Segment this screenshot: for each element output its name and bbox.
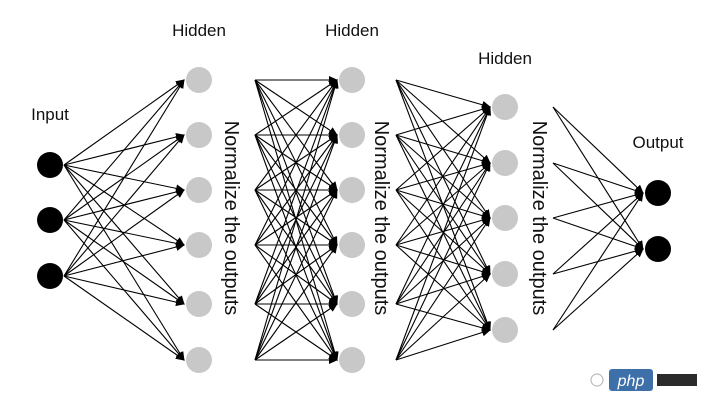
edge-l0n1-l1n4 bbox=[63, 219, 185, 305]
edge-l3n1-l4n0 bbox=[552, 162, 644, 195]
normalize-label-2: Normalize the outputs bbox=[370, 121, 392, 316]
edge-l2n1-l3n0 bbox=[395, 105, 491, 136]
watermark: php bbox=[590, 369, 697, 391]
node-layer1-0 bbox=[186, 67, 212, 93]
edge-l2n5-l3n1 bbox=[395, 162, 491, 361]
edge-l0n2-l1n1 bbox=[63, 134, 185, 277]
edge-l2n4-l3n0 bbox=[395, 106, 491, 305]
edge-l2n2-l3n0 bbox=[395, 106, 491, 191]
edge-l3n3-l4n0 bbox=[552, 192, 644, 275]
edge-l1n3-l2n2 bbox=[254, 189, 338, 246]
node-layer2-4 bbox=[339, 291, 365, 317]
watermark-icon bbox=[590, 373, 604, 387]
node-layer0-1 bbox=[37, 207, 63, 233]
edge-l1n5-l2n3 bbox=[254, 244, 338, 361]
node-layer1-5 bbox=[186, 347, 212, 373]
edge-l2n3-l3n1 bbox=[395, 162, 491, 246]
layer-label-output: Output bbox=[632, 133, 683, 152]
node-layer4-1 bbox=[645, 236, 671, 262]
edge-l0n0-l1n0 bbox=[63, 79, 185, 166]
node-layer1-3 bbox=[186, 232, 212, 258]
edge-l2n5-l3n4 bbox=[395, 328, 491, 361]
node-layer2-1 bbox=[339, 122, 365, 148]
node-layer2-0 bbox=[339, 67, 365, 93]
edge-l2n5-l3n0 bbox=[395, 106, 491, 361]
edge-l0n2-l1n0 bbox=[63, 79, 185, 277]
node-layer2-2 bbox=[339, 177, 365, 203]
edge-l0n0-l1n4 bbox=[63, 164, 185, 305]
node-layer1-4 bbox=[186, 291, 212, 317]
layer-label-hidden-2: Hidden bbox=[325, 21, 379, 40]
edge-l2n3-l3n4 bbox=[395, 244, 491, 331]
edge-l3n0-l4n0 bbox=[552, 106, 644, 194]
node-layer1-2 bbox=[186, 177, 212, 203]
edge-l2n3-l3n2 bbox=[395, 216, 491, 246]
watermark-text: php bbox=[617, 373, 645, 390]
edge-l3n4-l4n0 bbox=[552, 192, 644, 331]
watermark-badge bbox=[609, 369, 653, 391]
edge-l0n2-l1n4 bbox=[63, 275, 185, 307]
layer-label-hidden-1: Hidden bbox=[172, 21, 226, 40]
node-layer3-1 bbox=[492, 150, 518, 176]
node-layer3-2 bbox=[492, 205, 518, 231]
node-layer0-0 bbox=[37, 152, 63, 178]
edge-l2n0-l3n0 bbox=[395, 79, 491, 109]
edge-l1n3-l2n0 bbox=[254, 79, 338, 246]
edge-l0n2-l1n3 bbox=[63, 243, 185, 277]
connection-edges bbox=[63, 76, 644, 364]
node-layer1-1 bbox=[186, 122, 212, 148]
edge-l1n2-l2n0 bbox=[254, 79, 338, 191]
edge-l1n5-l2n2 bbox=[254, 189, 338, 361]
normalize-label-1: Normalize the outputs bbox=[220, 121, 242, 316]
node-layer3-4 bbox=[492, 317, 518, 343]
edge-l1n4-l2n0 bbox=[254, 79, 339, 305]
node-layer3-3 bbox=[492, 261, 518, 287]
edge-l1n5-l2n0 bbox=[254, 79, 339, 361]
layer-label-input: Input bbox=[31, 105, 69, 124]
edge-l1n1-l2n0 bbox=[254, 79, 338, 136]
watermark-dark-bar bbox=[657, 374, 697, 386]
edge-l1n3-l2n1 bbox=[254, 134, 338, 246]
edge-l0n1-l1n0 bbox=[63, 79, 185, 221]
network-nodes bbox=[37, 67, 671, 373]
edge-l0n2-l1n2 bbox=[63, 189, 185, 277]
node-layer3-0 bbox=[492, 94, 518, 120]
edge-l1n5-l2n1 bbox=[254, 134, 339, 361]
node-layer2-5 bbox=[339, 347, 365, 373]
edge-l2n3-l3n0 bbox=[395, 106, 491, 246]
edge-l2n5-l3n2 bbox=[395, 217, 491, 361]
node-layer4-0 bbox=[645, 180, 671, 206]
edge-l3n2-l4n0 bbox=[552, 191, 644, 219]
edge-l3n4-l4n1 bbox=[552, 248, 644, 331]
edge-l0n2-l1n5 bbox=[63, 275, 185, 361]
edge-l2n5-l3n3 bbox=[395, 273, 491, 361]
normalize-label-3: Normalize the outputs bbox=[528, 121, 550, 316]
layer-label-hidden-3: Hidden bbox=[478, 49, 532, 68]
node-layer2-3 bbox=[339, 232, 365, 258]
edge-l1n5-l2n4 bbox=[254, 303, 338, 361]
node-layer0-2 bbox=[37, 263, 63, 289]
edge-l2n3-l3n3 bbox=[395, 244, 491, 276]
